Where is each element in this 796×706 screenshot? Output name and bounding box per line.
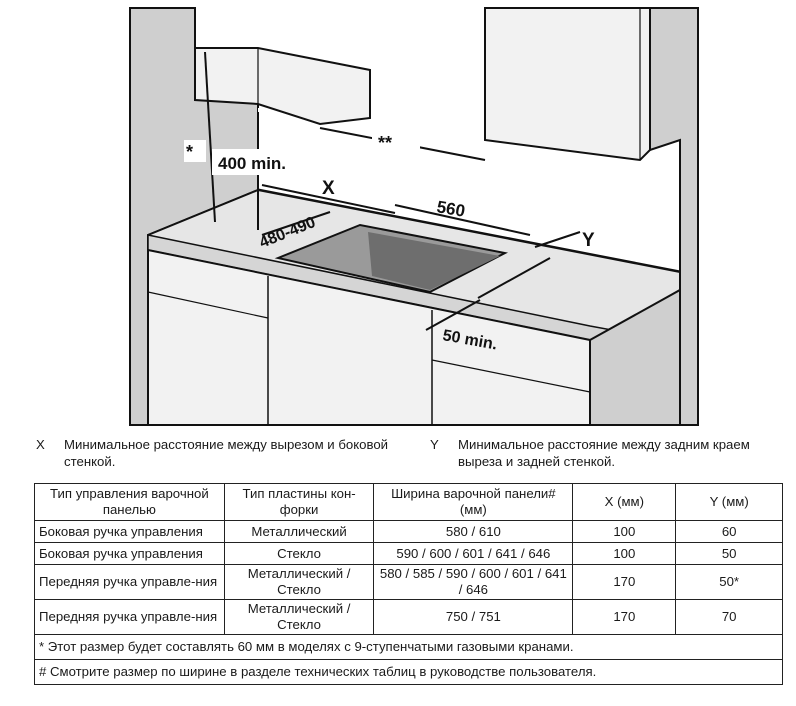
cell-x: 100: [572, 520, 677, 543]
drawer-line: [147, 291, 269, 319]
table-row: Передняя ручка управле-ния Металлический…: [34, 599, 783, 635]
label-560: 560: [435, 197, 466, 221]
kitchen-installation-diagram: * 400 min. ** X 560 480-490 Y 50 min.: [129, 7, 699, 426]
table-header-row: Тип управления варочной панелью Тип плас…: [34, 483, 783, 521]
label-y: Y: [582, 230, 595, 251]
cell-plate-type: Металлический / Стекло: [223, 599, 375, 635]
dim-line-560: [394, 204, 531, 236]
legend-x-key: X: [36, 437, 45, 452]
header-y: Y (мм): [675, 483, 783, 521]
label-double-asterisk: **: [378, 133, 392, 153]
cell-y: 60: [675, 520, 783, 543]
upper-cabinet-right: [484, 7, 651, 162]
header-x: X (мм): [572, 483, 677, 521]
hob-cutout-inner: [368, 232, 500, 290]
cell-hob-width: 580 / 610: [373, 520, 574, 543]
table-row: Боковая ручка управления Металлический 5…: [34, 520, 783, 543]
cell-x: 100: [572, 542, 677, 565]
base-cabinet-side: [589, 288, 681, 426]
table-row: Боковая ручка управления Стекло 590 / 60…: [34, 542, 783, 565]
dim-line-depth: [261, 211, 331, 236]
legend-y: Y Минимальное расстояние между задним кр…: [430, 436, 790, 470]
cell-hob-width: 750 / 751: [373, 599, 574, 635]
cell-hob-width: 590 / 600 / 601 / 641 / 646: [373, 542, 574, 565]
legend-y-text: Минимальное расстояние между задним крае…: [458, 437, 750, 469]
header-control-type: Тип управления варочной панелью: [34, 483, 225, 521]
cell-control-type: Боковая ручка управления: [34, 520, 225, 543]
cell-x: 170: [572, 599, 677, 635]
dimensions-table: Тип управления варочной панелью Тип плас…: [34, 483, 783, 685]
dim-line-y: [534, 231, 581, 248]
legend-y-key: Y: [430, 437, 439, 452]
drawer-line: [431, 359, 591, 393]
cell-control-type: Передняя ручка управле-ния: [34, 564, 225, 600]
label-400-min: 400 min.: [218, 154, 286, 173]
cell-y: 50: [675, 542, 783, 565]
dim-line-50: [425, 299, 481, 331]
dim-line-front: [477, 257, 551, 299]
table-note-row: * Этот размер будет составлять 60 мм в м…: [34, 634, 783, 660]
upper-cabinet-left: [194, 47, 371, 126]
cell-hob-width: 580 / 585 / 590 / 600 / 601 / 641 / 646: [373, 564, 574, 600]
label-asterisk: *: [186, 142, 193, 162]
dim-line-x: [261, 184, 396, 214]
cell-y: 50*: [675, 564, 783, 600]
cell-plate-type: Металлический: [223, 520, 375, 543]
legend-x-text: Минимальное расстояние между вырезом и б…: [64, 437, 389, 469]
table-note-row: # Смотрите размер по ширине в разделе те…: [34, 659, 783, 685]
header-hob-width: Ширина варочной панели# (мм): [373, 483, 574, 521]
cell-y: 70: [675, 599, 783, 635]
cell-x: 170: [572, 564, 677, 600]
label-bg: [372, 128, 420, 152]
label-bg: [212, 149, 327, 175]
header-plate-type: Тип пластины кон-форки: [223, 483, 375, 521]
table-row: Передняя ручка управле-ния Металлический…: [34, 564, 783, 600]
label-bg: [184, 140, 206, 162]
cell-plate-type: Металлический / Стекло: [223, 564, 375, 600]
footnote-hash: # Смотрите размер по ширине в разделе те…: [34, 659, 783, 685]
cell-plate-type: Стекло: [223, 542, 375, 565]
cell-control-type: Боковая ручка управления: [34, 542, 225, 565]
footnote-asterisk: * Этот размер будет составлять 60 мм в м…: [34, 634, 783, 660]
label-x: X: [322, 178, 335, 199]
legend-x: X Минимальное расстояние между вырезом и…: [36, 436, 416, 470]
cell-control-type: Передняя ручка управле-ния: [34, 599, 225, 635]
dim-line-asterisk: [204, 51, 216, 223]
